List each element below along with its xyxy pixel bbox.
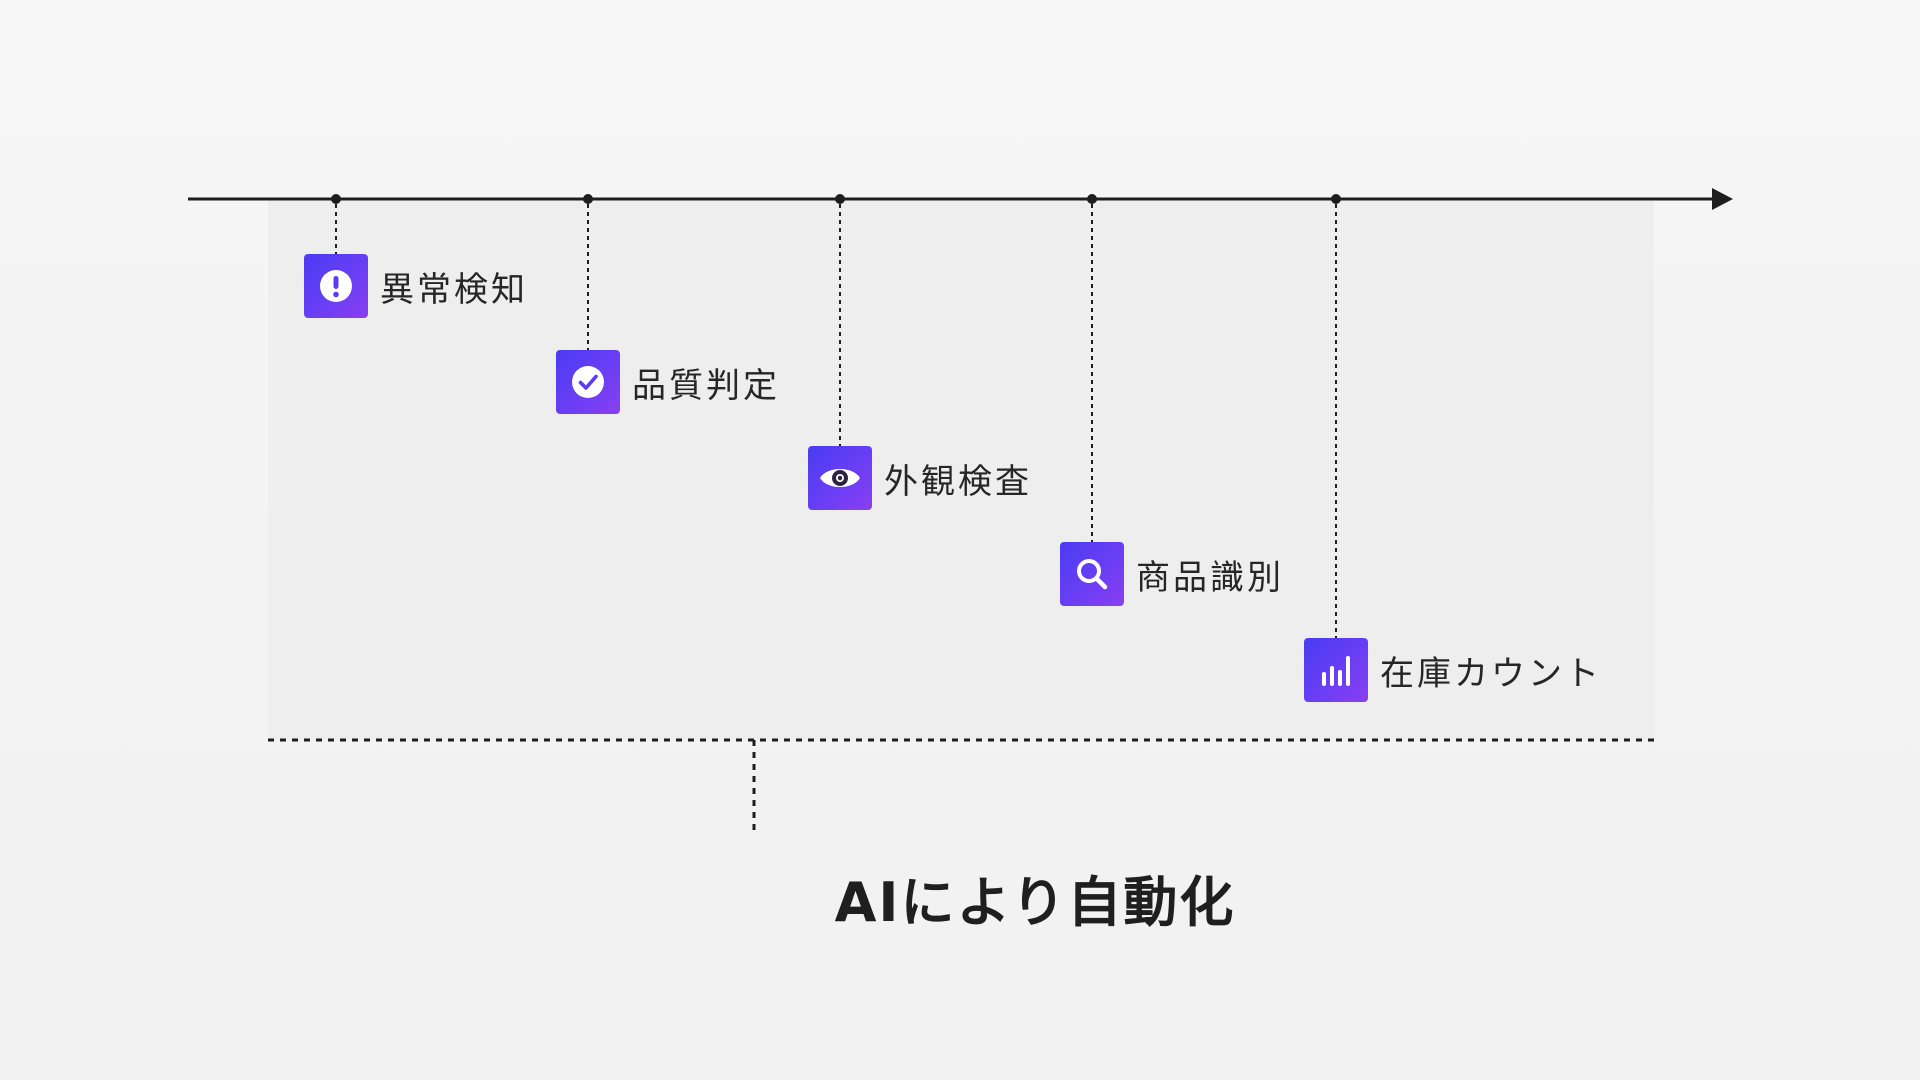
eye-icon	[820, 469, 860, 487]
automation-caption: AIにより自動化	[834, 871, 1236, 934]
axis-marker	[1087, 194, 1097, 204]
process-item-quality-judgment: 品質判定	[556, 350, 780, 414]
shaded-region	[268, 200, 1654, 740]
item-label: 異常検知	[380, 269, 528, 310]
axis-marker	[1331, 194, 1341, 204]
exclamation-circle-icon	[320, 270, 352, 302]
process-item-anomaly-detection: 異常検知	[304, 254, 528, 318]
icon-badge	[808, 446, 872, 510]
process-item-visual-inspection: 外観検査	[808, 446, 1032, 510]
item-label: 在庫カウント	[1380, 653, 1602, 694]
check-circle-icon	[572, 366, 604, 398]
bar-chart-icon	[1322, 656, 1350, 686]
axis-marker	[331, 194, 341, 204]
axis-marker	[835, 194, 845, 204]
search-icon	[1077, 559, 1108, 590]
icon-badge	[1060, 542, 1124, 606]
icon-badge	[556, 350, 620, 414]
axis-marker	[583, 194, 593, 204]
icon-badge	[304, 254, 368, 318]
item-label: 外観検査	[884, 461, 1032, 502]
item-label: 商品識別	[1136, 557, 1284, 598]
item-label: 品質判定	[632, 365, 780, 406]
icon-badge	[1304, 638, 1368, 702]
process-item-inventory-count: 在庫カウント	[1304, 638, 1602, 702]
process-item-product-identification: 商品識別	[1060, 542, 1284, 606]
timeline-arrowhead	[1712, 188, 1733, 210]
